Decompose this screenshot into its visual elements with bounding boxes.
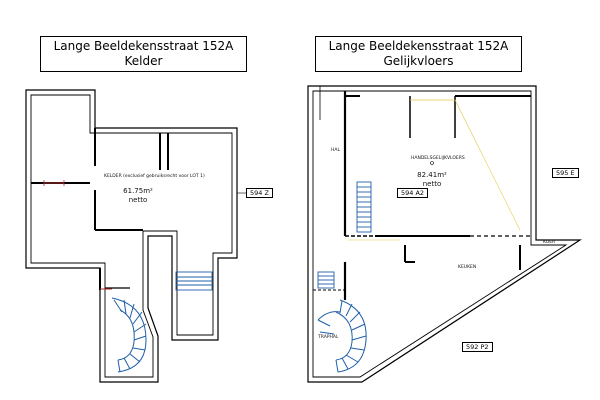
traphal-spiral-stair <box>317 299 367 373</box>
hal-stair <box>317 271 335 289</box>
kelder-title-floor: Kelder <box>124 54 163 68</box>
kelder-room-label: KELDER (exclusief gebruiksrecht voor LOT… <box>104 174 205 179</box>
kelder-title-address: Lange Beeldekensstraat 152A <box>53 39 234 53</box>
kelder-spiral-stair <box>111 297 147 373</box>
koer-label: KOER <box>543 240 556 245</box>
kelder-outer-wall-inner <box>30 94 233 378</box>
gelijkvloers-area: 82.41m² netto <box>412 171 452 189</box>
hal-label: HAL <box>331 148 340 153</box>
gelijkvloers-outer-wall <box>307 85 583 383</box>
kelder-title: Lange Beeldekensstraat 152A Kelder <box>40 36 247 72</box>
gelijkvloers-area-note: netto <box>422 180 442 188</box>
gelijkvloers-plan <box>307 85 583 383</box>
gelijkvloers-right-parcel-tag: 595 E <box>552 168 579 178</box>
keuken-label: KEUKEN <box>458 265 477 270</box>
kelder-plan <box>25 89 246 383</box>
gelijkvloers-bottom-parcel-tag: 592 P2 <box>462 342 493 352</box>
handelsgelijkvloers-label: HANDELSGELIJKVLOERS <box>411 156 465 161</box>
gelijkvloers-title: Lange Beeldekensstraat 152A Gelijkvloers <box>315 36 522 72</box>
gelijkvloers-title-address: Lange Beeldekensstraat 152A <box>328 39 509 53</box>
gelijkvloers-area-value: 82.41m² <box>417 171 447 179</box>
kelder-parcel-tag: 594 Z <box>246 188 273 198</box>
gelijkvloers-straight-stair <box>356 181 372 233</box>
gelijkvloers-outer-wall-inner <box>312 90 568 378</box>
gelijkvloers-title-floor: Gelijkvloers <box>383 54 454 68</box>
kelder-area: 61.75m² netto <box>118 187 158 205</box>
stair-parcel-tag: 594 A2 <box>397 188 429 198</box>
traphal-label: TRAPHAL <box>318 335 339 340</box>
kelder-area-value: 61.75m² <box>123 187 153 195</box>
kelder-outer-wall <box>25 89 238 383</box>
kelder-straight-stair <box>175 271 213 291</box>
kelder-area-note: netto <box>128 196 148 204</box>
